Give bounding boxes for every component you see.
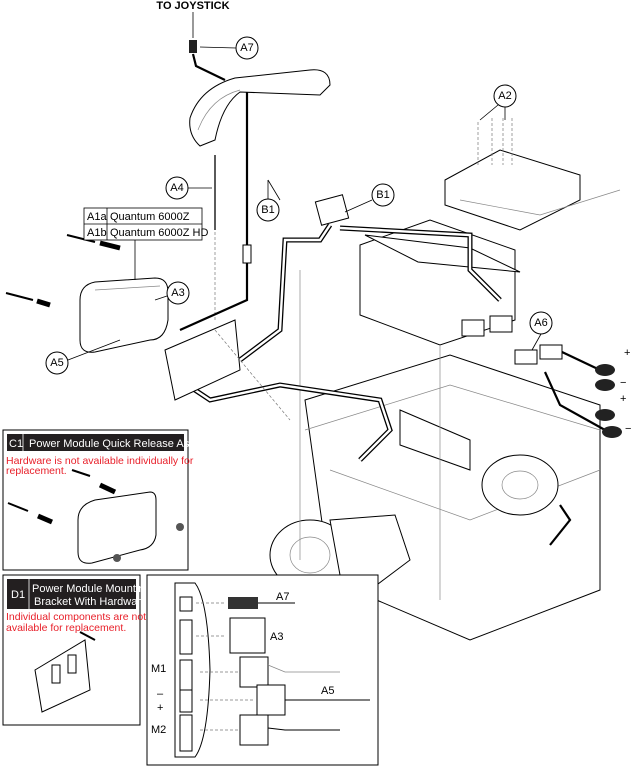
inset-label-a5: A5	[321, 685, 334, 697]
svg-text:A6: A6	[534, 317, 547, 329]
bolt	[66, 234, 96, 243]
inset-label-m2: M2	[151, 724, 166, 736]
inset-label-a7: A7	[276, 591, 289, 603]
svg-text:B1: B1	[376, 189, 389, 201]
circuit-breaker	[314, 194, 350, 226]
joystick-cable	[191, 53, 226, 81]
part-name: Quantum 6000Z HD	[110, 227, 208, 239]
joystick-connector	[189, 40, 197, 53]
minus-sign: −	[620, 377, 626, 389]
svg-text:A3: A3	[171, 287, 184, 299]
callout-a7: A7	[199, 36, 259, 60]
kit-c1-note: replacement.	[6, 465, 67, 477]
kit-d1-box: D1 Power Module Mounting Bracket With Ha…	[2, 574, 151, 726]
svg-text:A4: A4	[170, 182, 183, 194]
svg-text:B1: B1	[261, 204, 274, 216]
connector-inset: A7 A3 M1 – + A5 M2	[146, 574, 379, 766]
kit-d1-note: Individual components are not	[6, 611, 146, 623]
callout-a6: A6	[529, 311, 553, 351]
kit-c1-box: C1 Power Module Quick Release Assy Hardw…	[2, 429, 201, 571]
svg-text:A7: A7	[240, 42, 253, 54]
battery-terminal	[595, 364, 615, 376]
minus-sign: −	[625, 423, 631, 435]
kit-c1-note: Hardware is not available individually f…	[6, 455, 194, 467]
kit-d1-title: Bracket With Hardware	[34, 596, 147, 608]
battery-connector	[461, 319, 485, 337]
seat-rail	[364, 234, 521, 273]
plus-sign: +	[620, 393, 626, 405]
svg-text:A2: A2	[498, 90, 511, 102]
inset-label-plus: +	[157, 702, 163, 714]
kit-c1-title: Power Module Quick Release Assy	[29, 438, 201, 450]
plus-sign: +	[624, 347, 630, 359]
part-code: A1b	[87, 227, 107, 239]
part-name: Quantum 6000Z	[110, 211, 190, 223]
callout-b1-right: B1	[344, 183, 395, 213]
part-code: A1a	[87, 211, 107, 223]
callout-a2: A2	[479, 84, 517, 121]
mounting-bracket	[164, 319, 241, 401]
part-table: A1a Quantum 6000Z A1b Quantum 6000Z HD	[83, 207, 208, 280]
callout-a5: A5	[45, 339, 121, 375]
svg-text:A5: A5	[50, 357, 63, 369]
kit-c1-code: C1	[9, 438, 23, 450]
battery-jumper	[514, 349, 538, 365]
joystick-mount-arm	[189, 69, 331, 147]
bolt	[5, 292, 34, 301]
inset-label-a3: A3	[270, 631, 283, 643]
to-joystick-label: TO JOYSTICK	[156, 0, 229, 12]
seat-bracket	[444, 149, 581, 231]
callout-a3: A3	[154, 281, 190, 305]
motor-right	[481, 454, 559, 516]
callout-b1-left: B1	[256, 179, 281, 222]
joystick-harness	[179, 92, 249, 332]
power-module	[79, 277, 169, 353]
callout-a4: A4	[165, 176, 212, 200]
kit-d1-note: available for replacement.	[6, 622, 126, 634]
inset-label-m1: M1	[151, 663, 166, 675]
kit-d1-title: Power Module Mounting	[32, 583, 151, 595]
inset-label-minus: –	[157, 688, 164, 700]
kit-d1-code: D1	[11, 589, 25, 601]
